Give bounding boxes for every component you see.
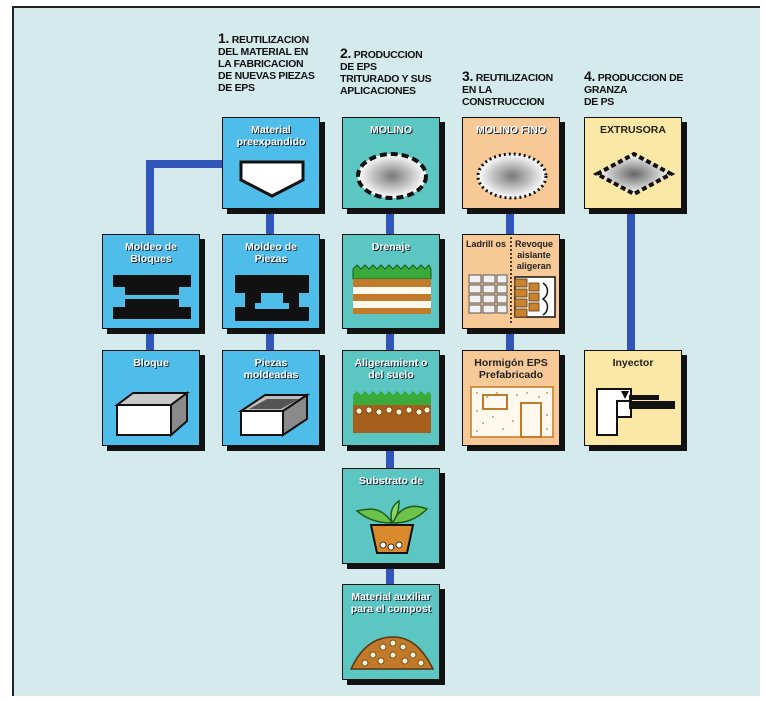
box-bloque: Bloque: [102, 350, 200, 446]
label-bloque: Bloque: [133, 357, 169, 369]
label-revoque-aislante: Revoque aislante aligeran: [514, 239, 553, 271]
hopper-icon: [239, 160, 305, 198]
label-aligeramiento-del-suelo: Aligeramient o del suelo: [354, 357, 428, 381]
label-inyector: Inyector: [612, 357, 654, 369]
label-drenaje: Drenaje: [371, 241, 411, 253]
label-material-preexpandido: Material preexpandido: [236, 124, 306, 148]
label-substrato: Substrato de: [358, 475, 424, 487]
label-piezas-moldeadas: Piezas moldeadas: [243, 357, 299, 381]
block-mold-icon: [113, 275, 191, 319]
heading-column-2: 2. PRODUCCION DE EPS TRITURADO Y SUS APL…: [340, 45, 432, 97]
box-hormigon-eps: Hormigón EPS Prefabricado: [462, 350, 560, 446]
injector-icon: [596, 388, 675, 436]
box-piezas-moldeadas: Piezas moldeadas: [222, 350, 320, 446]
extruder-icon: [592, 151, 676, 197]
label-hormigon-eps: Hormigón EPS Prefabricado: [474, 357, 548, 381]
compost-pile-icon: [349, 636, 435, 670]
cube-block-icon: [114, 391, 190, 438]
label-extrusora: EXTRUSORA: [600, 124, 666, 136]
label-moldeo-de-piezas: Moldeo de Piezas: [245, 241, 297, 265]
fine-mill-icon: [476, 152, 548, 200]
label-ladrillos: Ladrill os: [465, 239, 506, 249]
molded-tray-icon: [237, 393, 311, 437]
box-moldeo-de-bloques: Moldeo de Bloques: [102, 234, 200, 329]
box-moldeo-de-piezas: Moldeo de Piezas: [222, 234, 320, 329]
box-extrusora: EXTRUSORA: [584, 117, 682, 209]
connector-material-moldeo-piezas: [266, 208, 274, 236]
connector-material-moldeo-bloques: [146, 160, 154, 236]
piece-mold-icon: [235, 275, 309, 321]
label-material-auxiliar-compost: Material auxiliar para el compost: [350, 591, 432, 615]
plant-pot-icon: [355, 499, 429, 554]
connector-column-4-spine: [627, 208, 635, 350]
connector-moldeo-bloque: [146, 328, 154, 350]
box-material-auxiliar-compost: Material auxiliar para el compost: [342, 584, 440, 680]
box-molino: MOLINO: [342, 117, 440, 209]
box-molino-fino: MOLINO FINO: [462, 117, 560, 209]
precast-panel-icon: [470, 386, 554, 438]
heading-column-4: 4. PRODUCCION DE GRANZA DE PS: [584, 68, 684, 108]
box-material-preexpandido: Material preexpandido: [222, 117, 320, 209]
connector-moldeo-piezas-moldeadas: [266, 328, 274, 350]
mill-grinder-icon: [356, 152, 428, 200]
label-molino-fino: MOLINO FINO: [476, 124, 546, 136]
box-substrato: Substrato de: [342, 468, 440, 564]
bricks-plaster-icon: [468, 237, 556, 323]
heading-column-1: 1. REUTILIZACION DEL MATERIAL EN LA FABR…: [218, 30, 315, 94]
box-aligeramiento-del-suelo: Aligeramient o del suelo: [342, 350, 440, 446]
box-ladrillos-revoque: Ladrill os Revoque aislante aligeran: [462, 234, 560, 329]
drainage-layers-icon: [352, 264, 432, 314]
label-moldeo-de-bloques: Moldeo de Bloques: [125, 241, 177, 265]
connector-material-branch: [146, 160, 222, 168]
heading-column-3: 3. REUTILIZACION EN LA CONSTRUCCION: [462, 68, 553, 108]
soil-lightening-icon: [353, 391, 431, 433]
box-inyector: Inyector: [584, 350, 682, 446]
label-molino: MOLINO: [370, 124, 412, 136]
box-drenaje: Drenaje: [342, 234, 440, 329]
